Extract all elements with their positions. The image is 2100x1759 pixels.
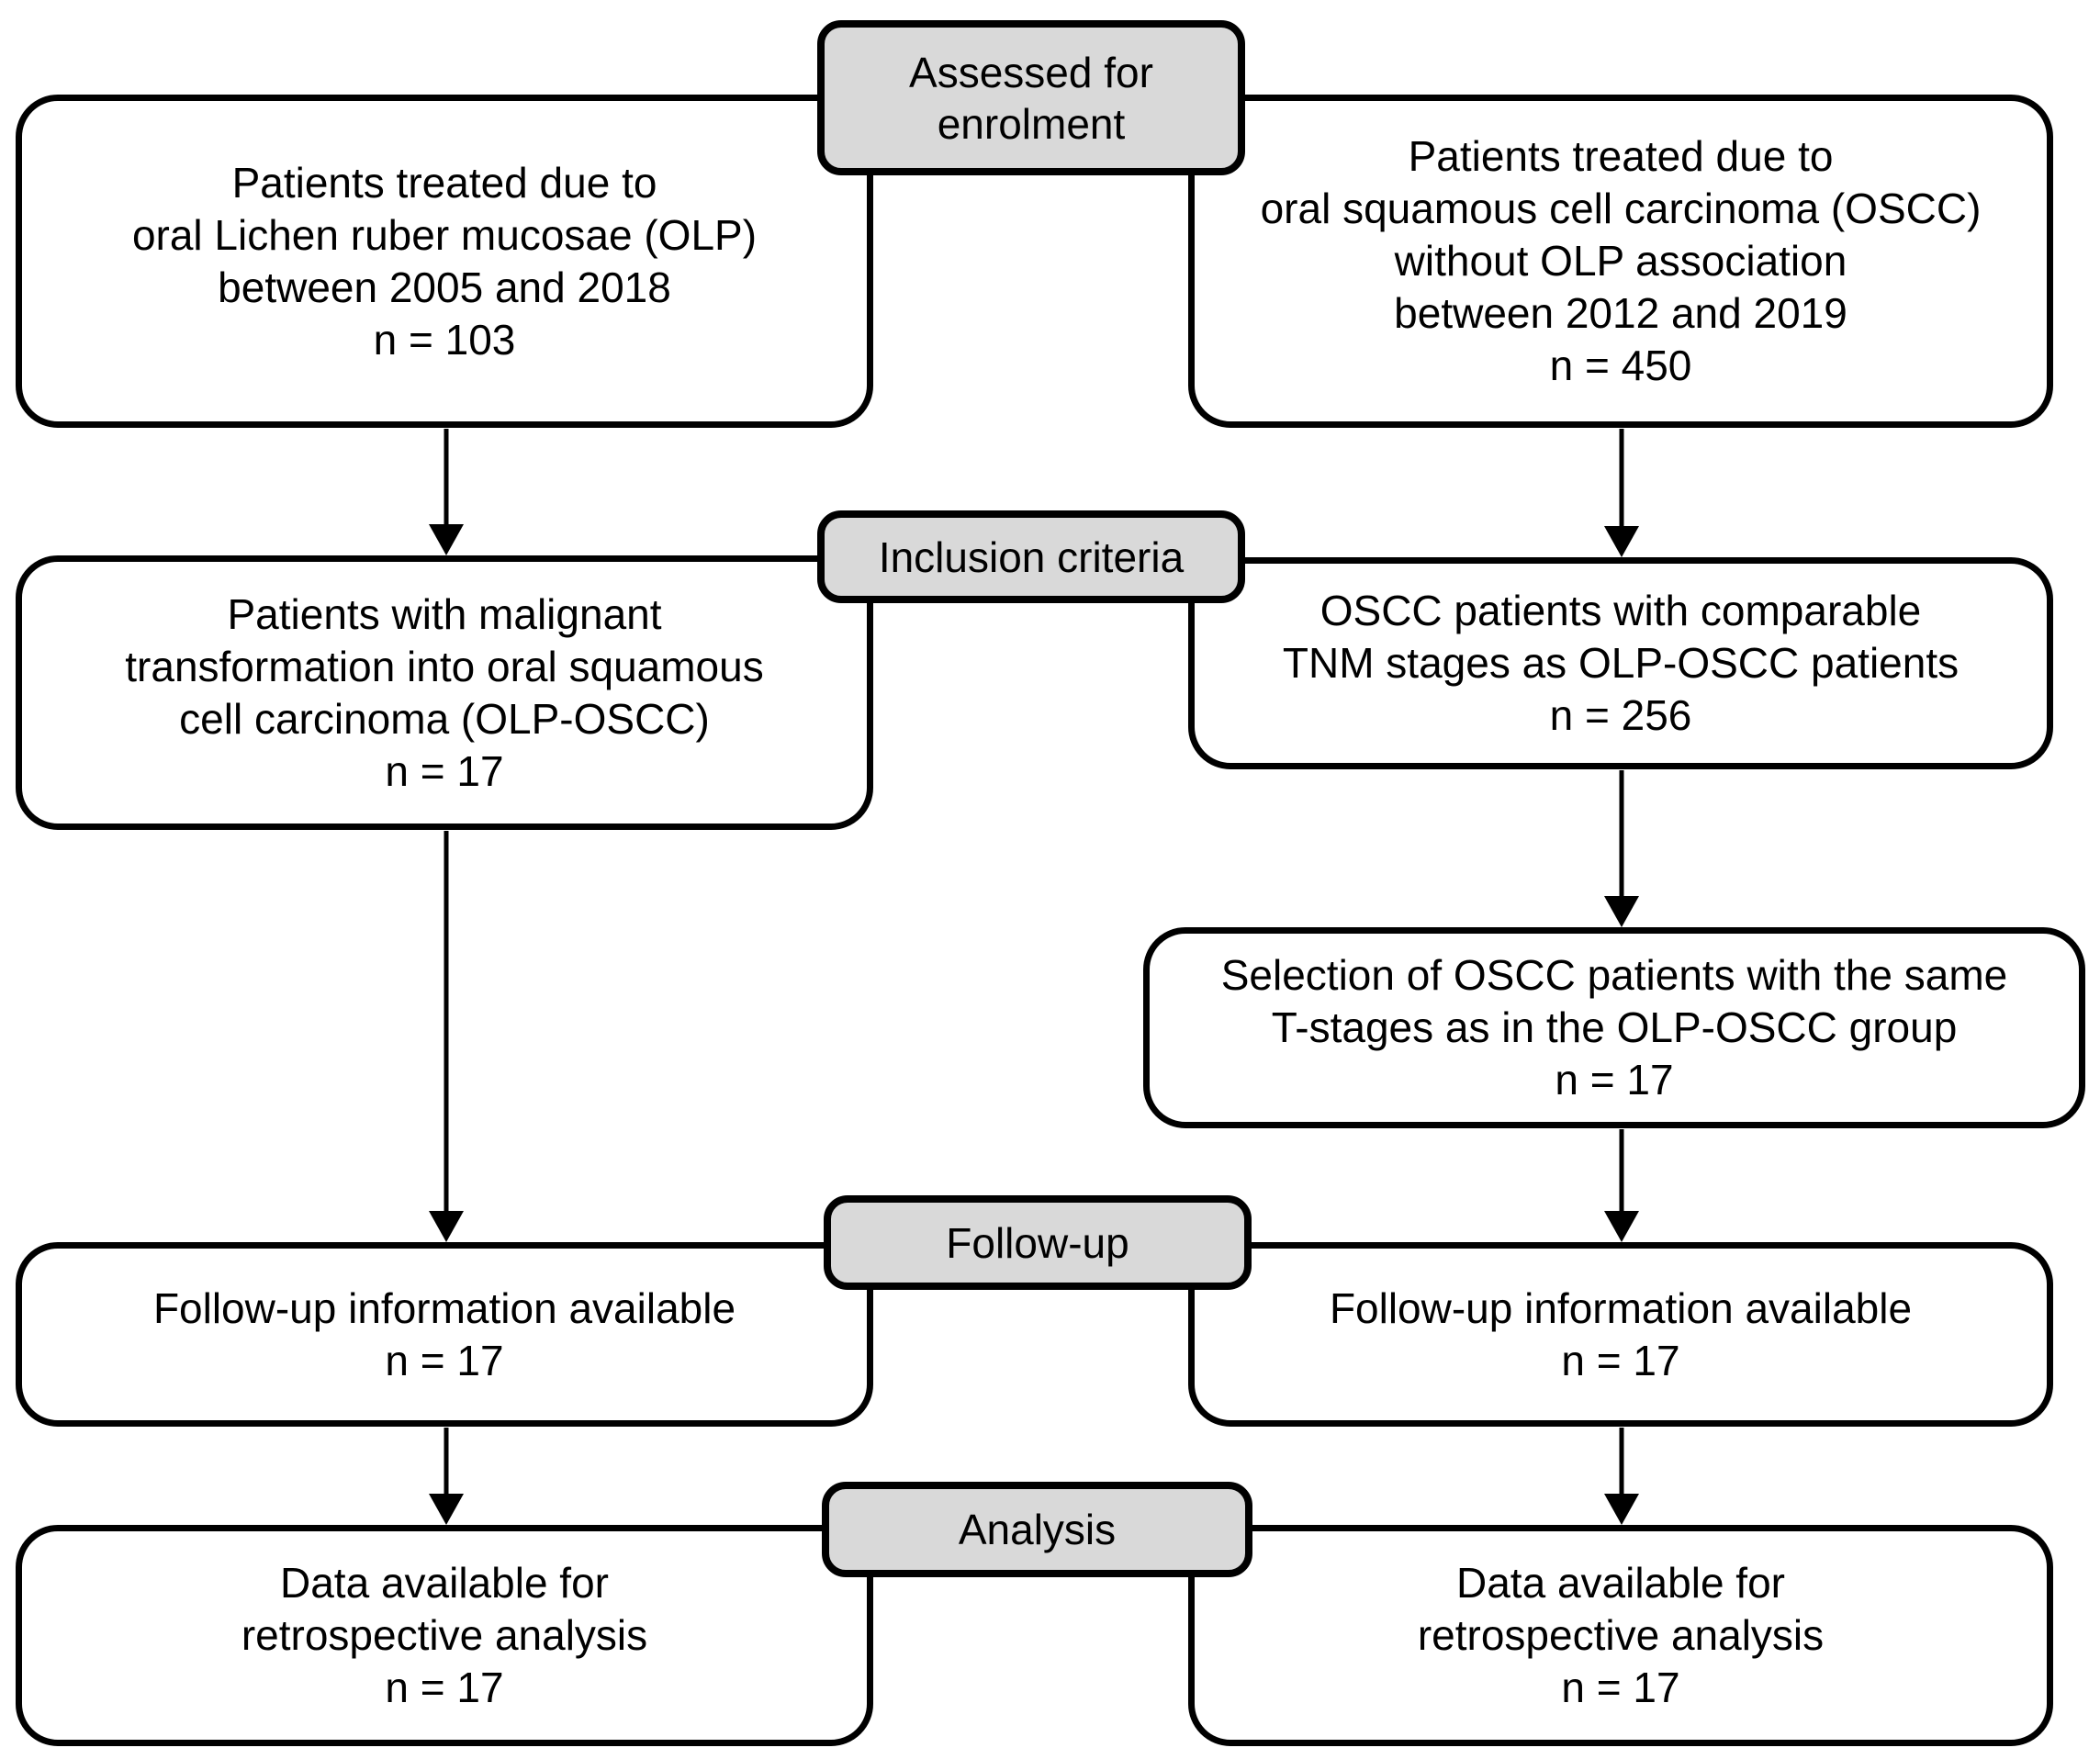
- box-line: retrospective analysis: [1417, 1611, 1825, 1659]
- box-oscc-inclusion: OSCC patients with comparable TNM stages…: [1188, 557, 2053, 769]
- box-line: n = 17: [385, 746, 504, 795]
- box-line: n = 450: [1549, 342, 1692, 389]
- box-line: OSCC patients with comparable: [1320, 587, 1922, 634]
- box-line: without OLP association: [1394, 237, 1847, 285]
- stage-line: Follow-up: [946, 1218, 1129, 1267]
- box-olp-followup: Follow-up information available n = 17: [16, 1242, 873, 1427]
- box-line: TNM stages as OLP-OSCC patients: [1282, 639, 1960, 687]
- box-line: Patients treated due to: [1408, 132, 1834, 180]
- down-arrow-selection-to-followup: [1604, 1129, 1639, 1242]
- box-line: n = 17: [385, 1336, 504, 1384]
- box-line: oral squamous cell carcinoma (OSCC): [1260, 185, 1982, 232]
- stage-line: Inclusion criteria: [878, 532, 1185, 581]
- stage-label-enrolment: Assessed for enrolment: [817, 20, 1245, 175]
- box-line: Data available for: [1456, 1559, 1785, 1607]
- box-line: between 2012 and 2019: [1394, 289, 1847, 337]
- box-oscc-cohort: Patients treated due to oral squamous ce…: [1188, 95, 2053, 428]
- stage-line: enrolment: [937, 99, 1126, 148]
- box-oscc-selection: Selection of OSCC patients with the same…: [1143, 927, 2085, 1128]
- stage-line: Analysis: [958, 1506, 1117, 1553]
- box-line: n = 17: [385, 1664, 504, 1711]
- box-line: retrospective analysis: [241, 1611, 648, 1659]
- down-arrow-olp-to-followup: [429, 831, 464, 1242]
- down-arrow-oscc-to-inclusion: [1604, 429, 1639, 557]
- box-line: T-stages as in the OLP-OSCC group: [1271, 1003, 1958, 1051]
- box-line: Selection of OSCC patients with the same: [1220, 951, 2008, 999]
- box-olp-cohort: Patients treated due to oral Lichen rube…: [16, 95, 873, 428]
- box-line: oral Lichen ruber mucosae (OLP): [131, 210, 758, 259]
- down-arrow-oscc-to-analysis: [1604, 1428, 1639, 1525]
- box-line: Follow-up information available: [1329, 1283, 1913, 1332]
- box-oscc-followup: Follow-up information available n = 17: [1188, 1242, 2053, 1427]
- box-olp-inclusion: Patients with malignant transformation i…: [16, 555, 873, 830]
- box-oscc-analysis: Data available for retrospective analysi…: [1188, 1525, 2053, 1746]
- box-line: cell carcinoma (OLP-OSCC): [179, 694, 710, 743]
- box-olp-analysis: Data available for retrospective analysi…: [16, 1525, 873, 1746]
- stage-label-analysis: Analysis: [822, 1482, 1252, 1577]
- box-line: n = 103: [373, 315, 516, 364]
- box-line: transformation into oral squamous: [125, 642, 764, 690]
- stage-label-inclusion-criteria: Inclusion criteria: [817, 510, 1245, 603]
- box-line: Data available for: [280, 1559, 609, 1607]
- box-line: n = 17: [1561, 1336, 1680, 1384]
- box-line: Follow-up information available: [152, 1283, 736, 1332]
- stage-label-follow-up: Follow-up: [824, 1195, 1252, 1290]
- box-line: between 2005 and 2018: [218, 263, 671, 311]
- box-line: n = 256: [1549, 691, 1692, 739]
- box-line: n = 17: [1555, 1056, 1674, 1104]
- box-line: n = 17: [1561, 1664, 1680, 1711]
- box-line: Patients treated due to: [231, 158, 657, 207]
- down-arrow-olp-to-inclusion: [429, 429, 464, 555]
- down-arrow-olp-to-analysis: [429, 1428, 464, 1525]
- down-arrow-oscc-to-selection: [1604, 770, 1639, 927]
- box-line: Patients with malignant: [227, 589, 662, 638]
- stage-line: Assessed for: [909, 48, 1153, 96]
